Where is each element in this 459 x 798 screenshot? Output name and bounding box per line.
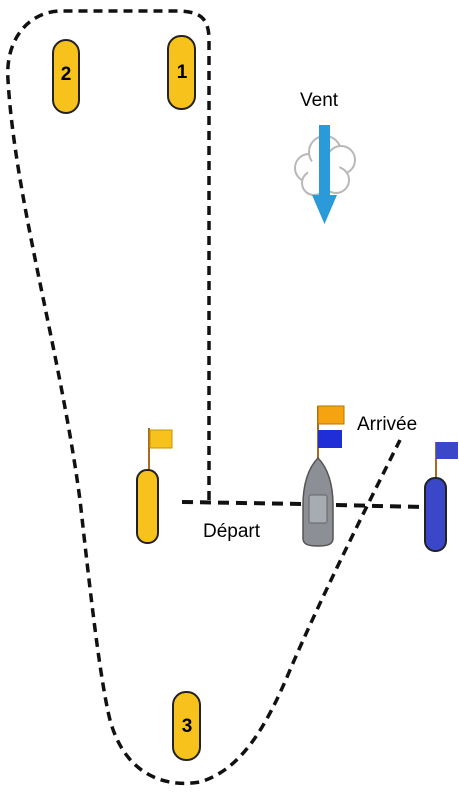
mark-1-buoy [167,35,196,110]
wind-label: Vent [300,90,339,111]
wind-cloud-icon [294,135,356,196]
finish-buoy [424,442,458,552]
mark-2-buoy [52,39,80,114]
finish-line [335,503,423,509]
mark-2-number: 2 [61,64,72,85]
orange-flag-icon [317,405,345,425]
mark-3-number: 3 [182,716,193,737]
start-label: Départ [203,521,261,542]
course-path [6,9,402,786]
mark-1-number: 1 [177,62,188,83]
start-pin-buoy [136,428,173,544]
blue-flag-icon [318,430,342,448]
wind-arrow-icon [312,125,337,224]
wind-indicator [294,125,356,224]
mark-1: 1 [167,35,196,110]
start-line [181,500,305,506]
finish-label: Arrivée [357,414,418,435]
mark-3: 3 [172,691,201,761]
committee-boat [302,405,345,547]
mark-3-buoy [172,691,201,761]
mark-2: 2 [52,39,80,114]
yellow-flag-icon [149,429,173,449]
